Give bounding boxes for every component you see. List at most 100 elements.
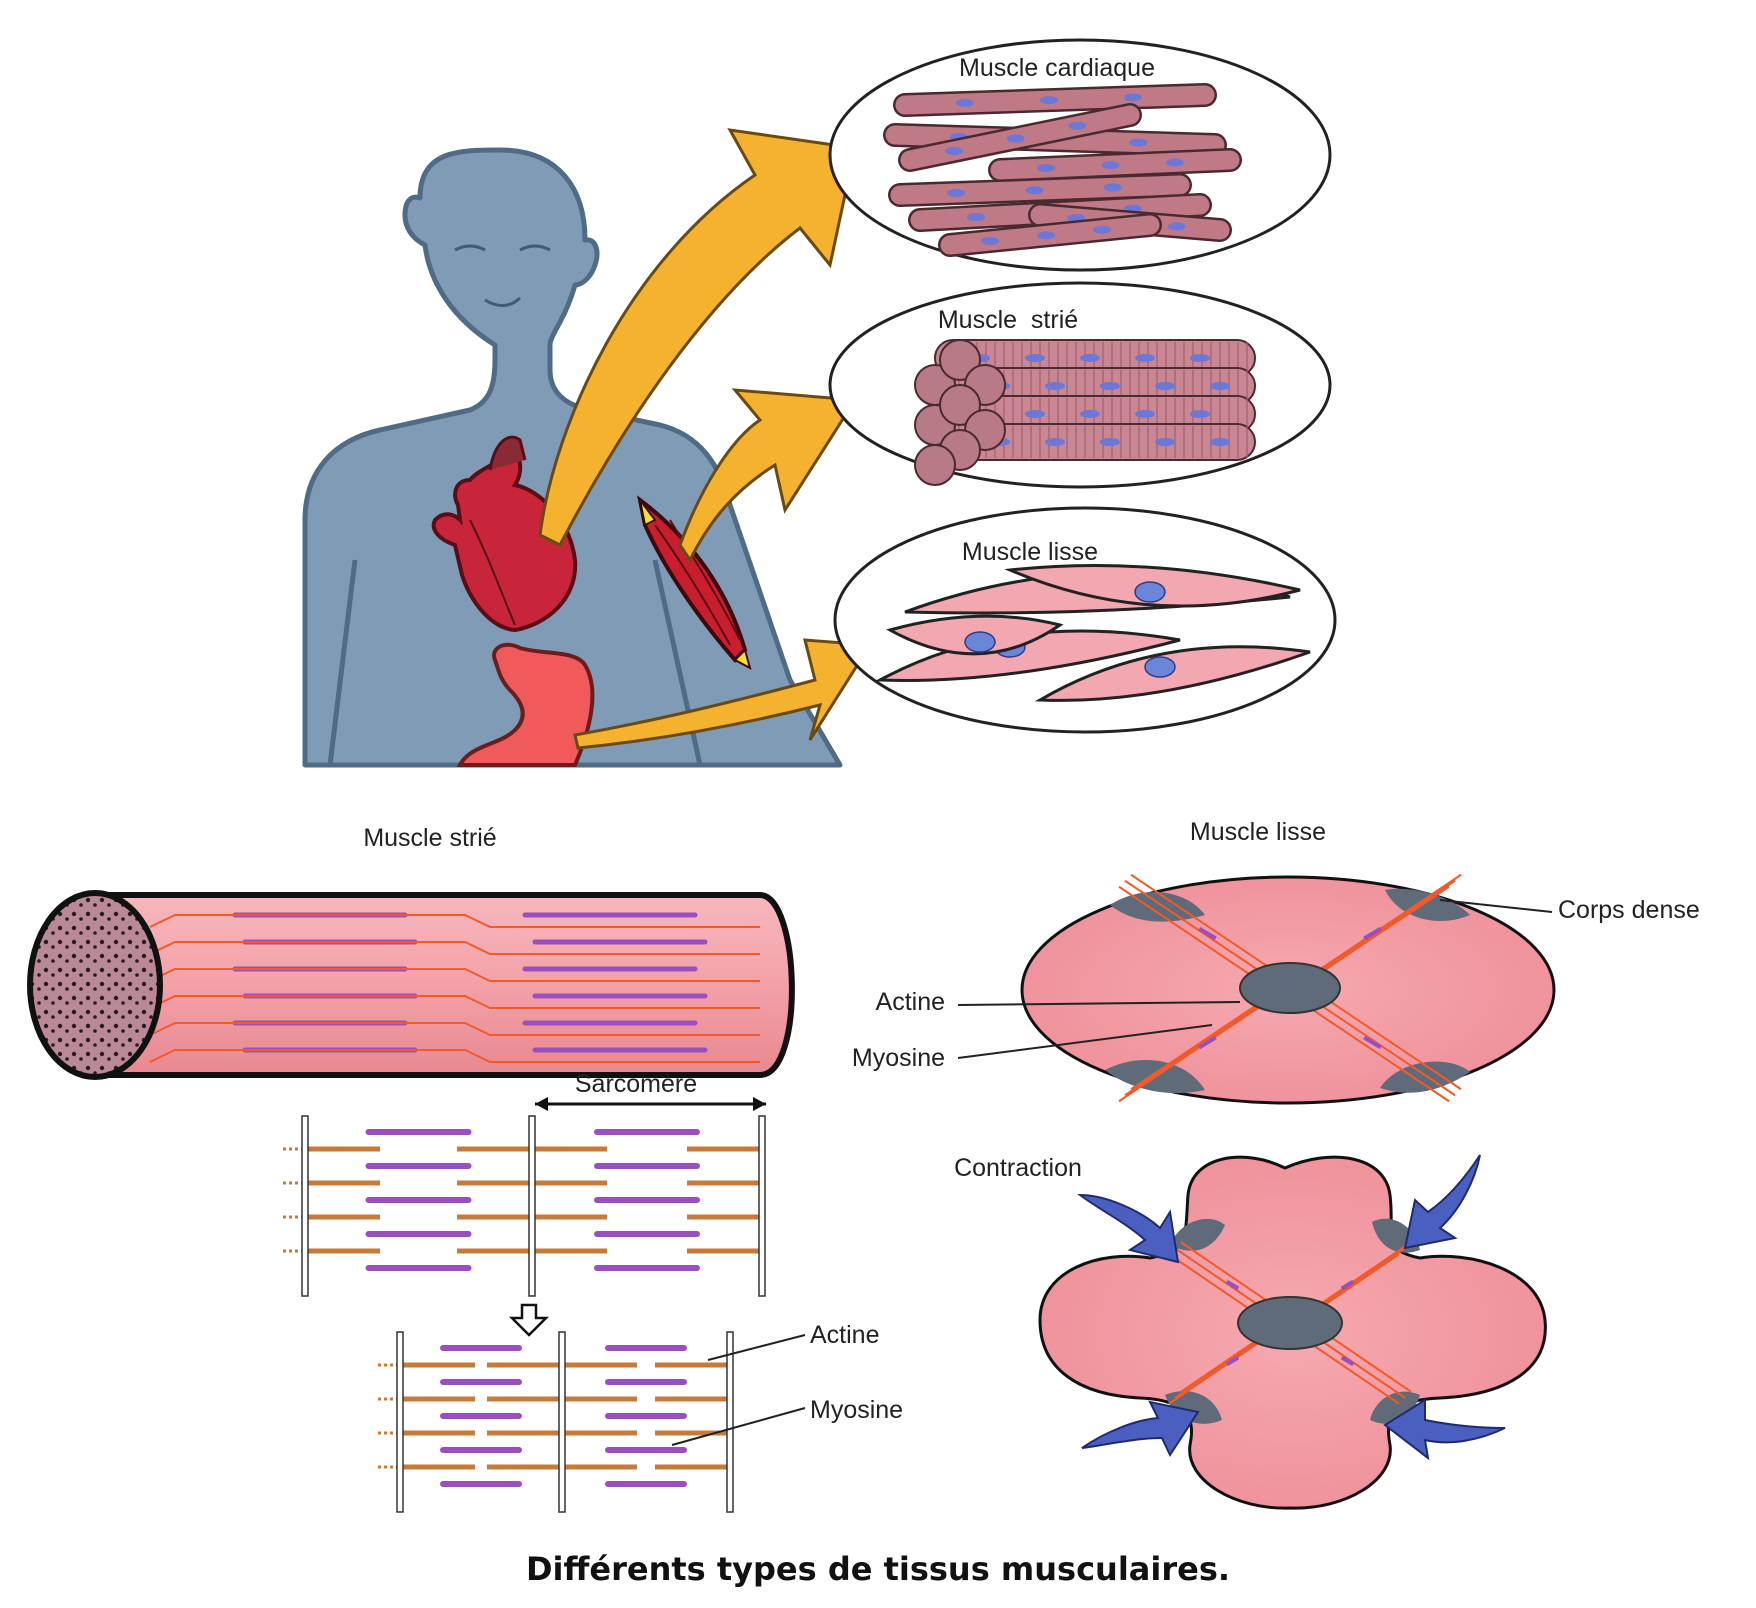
myosin-strand xyxy=(1198,1035,1217,1050)
z-disc xyxy=(758,1115,766,1297)
fiber-cross-section xyxy=(27,890,163,1080)
actin-strand xyxy=(1315,1241,1412,1308)
striated-nucleus xyxy=(1210,438,1230,446)
smooth-cell-relaxed xyxy=(1020,873,1556,1105)
actin-strand xyxy=(1130,991,1277,1091)
striated-nucleus xyxy=(1080,354,1100,362)
myosin-strand xyxy=(1363,926,1382,941)
striated-nucleus xyxy=(1135,354,1155,362)
stomach-organ xyxy=(456,642,595,767)
z-disc xyxy=(528,1115,536,1297)
smooth-nucleus xyxy=(964,631,996,653)
actin-strand xyxy=(1168,1338,1265,1405)
actin-strand xyxy=(1309,1332,1406,1399)
cardiac-nucleus xyxy=(967,213,985,221)
myosin-strand xyxy=(1340,1355,1355,1367)
cardiac-nucleus xyxy=(1101,161,1120,170)
myosin-strand xyxy=(1225,1279,1240,1291)
striated-nucleus xyxy=(1155,382,1175,390)
actin-strand xyxy=(1118,885,1265,985)
myofibril-pattern xyxy=(149,912,760,1063)
z-disc xyxy=(726,1331,734,1513)
striated-muscle-bubble: Muscle strié xyxy=(828,281,1332,489)
nucleus xyxy=(1239,962,1341,1014)
sarcomere-indicator: Sarcomère xyxy=(535,1070,766,1111)
smooth-muscle-label: Muscle lisse xyxy=(962,538,1098,566)
myosin-callout-left: Myosine xyxy=(671,1396,903,1446)
actin-strand xyxy=(1174,1332,1271,1399)
fiber-end xyxy=(939,339,981,381)
cardiac-nucleus xyxy=(956,99,974,107)
actin-myosin-network xyxy=(1118,873,1462,1103)
striated-nucleus xyxy=(1210,382,1230,390)
striated-nucleus xyxy=(1080,410,1100,418)
heart-organ xyxy=(431,435,578,633)
contraction-arrow-icons xyxy=(1076,1154,1506,1461)
smooth-nucleus xyxy=(1134,581,1166,603)
cardiac-nucleus xyxy=(1093,225,1111,234)
actin-strand xyxy=(1124,879,1271,979)
dense-body-callout: Corps dense xyxy=(1439,896,1700,924)
cardiac-nucleus xyxy=(1006,134,1025,143)
actin-strand xyxy=(1130,873,1277,973)
actin-strand xyxy=(1174,1247,1271,1314)
striated-nucleus xyxy=(1190,354,1210,362)
cardiac-nucleus xyxy=(947,189,965,197)
smooth-muscle-cells xyxy=(874,564,1311,702)
actin-label-left: Actine xyxy=(810,1321,879,1349)
cardiac-nucleus xyxy=(981,237,999,245)
myosin-strand xyxy=(1225,1355,1240,1367)
actin-strand xyxy=(1315,873,1462,973)
z-line-network xyxy=(149,968,760,982)
actin-strand xyxy=(1303,1338,1400,1405)
z-line-network xyxy=(149,914,760,928)
actin-callout-left: Actine xyxy=(707,1321,879,1361)
z-disc xyxy=(301,1115,309,1297)
actin-strand xyxy=(1309,1247,1406,1314)
sarcomere-contracted-diagram xyxy=(378,1331,734,1513)
fiber-end xyxy=(914,444,956,486)
striated-nucleus xyxy=(1045,382,1065,390)
actin-label-right: Actine xyxy=(876,988,945,1016)
actin-strand xyxy=(1309,997,1456,1097)
cardiac-nucleus xyxy=(1165,158,1184,167)
striated-muscle-fiber xyxy=(27,890,795,1080)
striated-muscle-label: Muscle strié xyxy=(938,306,1078,334)
actin-strand xyxy=(1303,1003,1450,1103)
cardiac-muscle-bubble: Muscle cardiaque xyxy=(828,38,1332,272)
cardiac-nucleus xyxy=(1037,164,1055,172)
striated-detail-title: Muscle strié xyxy=(363,824,496,852)
cardiac-nucleus xyxy=(1037,231,1055,240)
z-disc xyxy=(396,1331,404,1513)
striated-fiber-bundle xyxy=(914,339,1256,486)
actin-strand xyxy=(1118,1003,1265,1103)
striated-nucleus xyxy=(1155,438,1175,446)
z-line-network xyxy=(149,995,760,1009)
cardiac-nucleus xyxy=(1025,186,1044,195)
smooth-muscle-bubble: Muscle lisse xyxy=(833,506,1337,734)
striated-nucleus xyxy=(1135,410,1155,418)
fiber-end xyxy=(939,384,981,426)
smooth-cell xyxy=(1034,645,1311,702)
striated-nucleus xyxy=(1045,438,1065,446)
myosin-strand xyxy=(1340,1279,1355,1291)
contraction-down-arrow-icon xyxy=(508,1303,550,1337)
myosin-label-left: Myosine xyxy=(810,1396,903,1424)
myosin-strand xyxy=(1363,1035,1382,1050)
z-line-network xyxy=(149,1022,760,1036)
myosin-callout-right: Myosine xyxy=(852,1024,1213,1072)
myosin-label-right: Myosine xyxy=(852,1044,945,1072)
smooth-detail-title: Muscle lisse xyxy=(1190,818,1326,846)
striated-nucleus xyxy=(1100,382,1120,390)
actin-callout-right: Actine xyxy=(876,988,1241,1016)
actin-strand xyxy=(1303,885,1450,985)
cardiac-muscle-label: Muscle cardiaque xyxy=(959,54,1155,82)
actin-strand xyxy=(1180,1241,1277,1308)
striated-nucleus xyxy=(1100,438,1120,446)
striated-nucleus xyxy=(1025,354,1045,362)
striated-nucleus xyxy=(1190,410,1210,418)
myosin-strand xyxy=(1198,926,1217,941)
cardiac-nucleus xyxy=(1124,93,1142,102)
arrow-to-smooth xyxy=(573,638,873,750)
actin-strand xyxy=(1124,997,1271,1097)
